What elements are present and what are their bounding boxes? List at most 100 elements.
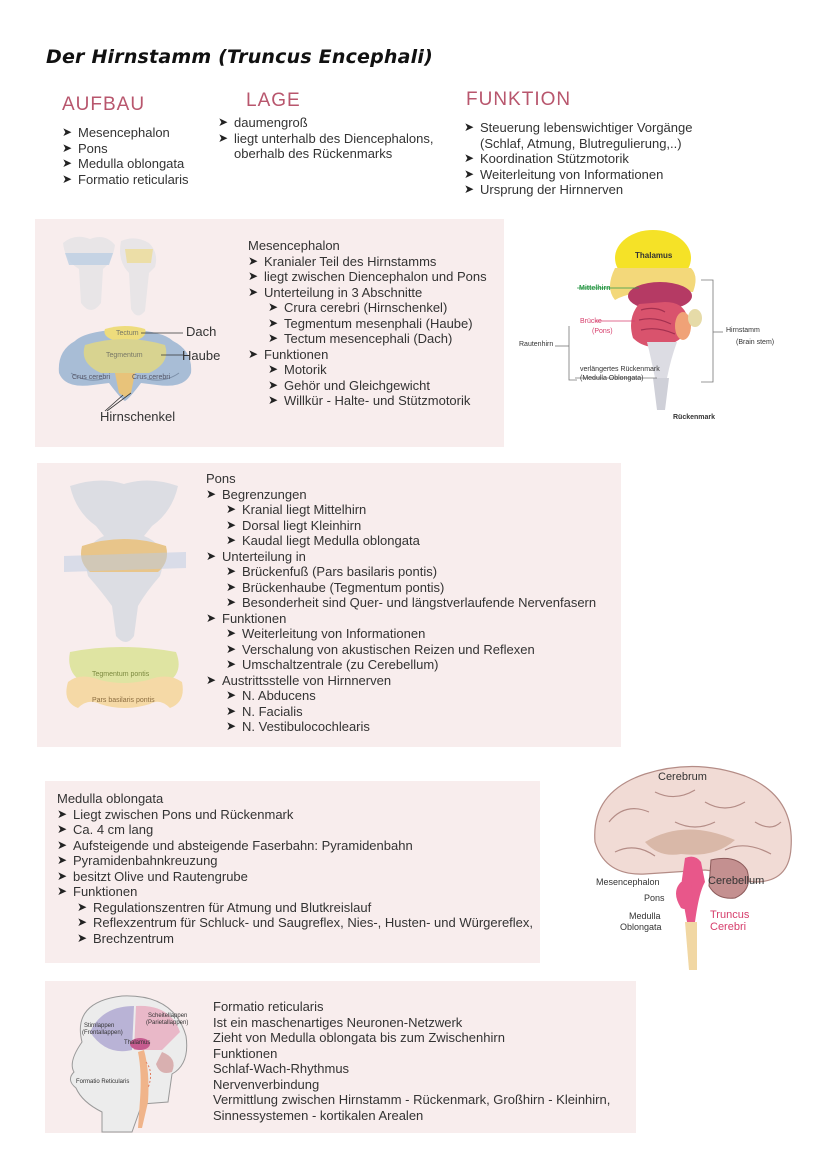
list-item: (Schlaf, Atmung, Blutregulierung,..): [480, 135, 682, 151]
list-item: Austrittsstelle von Hirnnerven: [206, 673, 596, 689]
section-title: Pons: [206, 471, 236, 486]
list-item: N. Facialis: [206, 704, 596, 720]
list-item: Kranial liegt Mittelhirn: [206, 502, 596, 518]
list-item: Liegt zwischen Pons und Rückenmark: [57, 807, 533, 823]
list-item: Pons: [62, 141, 189, 157]
list-item: Besonderheit sind Quer- und längstverlau…: [206, 595, 596, 611]
stirnlappen-label: Stirnlappen: [84, 1023, 115, 1029]
truncus-label: Truncus: [710, 909, 750, 921]
list-item: Begrenzungen: [206, 487, 596, 503]
text-line: Funktionen: [213, 1045, 278, 1061]
list-item: oberhalb des Rückenmarks: [234, 146, 393, 161]
list-item: Unterteilung in 3 Abschnitte: [248, 285, 487, 301]
cerebri-label: Cerebri: [710, 921, 747, 933]
list-item: Gehör und Gleichgewicht: [248, 378, 487, 394]
list-item: Umschaltzentrale (zu Cerebellum): [206, 657, 596, 673]
list-item: Ca. 4 cm lang: [57, 822, 533, 838]
list-item: N. Vestibulocochlearis: [206, 719, 596, 735]
list-item: Motorik: [248, 362, 487, 378]
mesencephalon-figure: [58, 236, 192, 412]
formatio-fig-label: Formatio Reticularis: [76, 1079, 130, 1085]
brainstem-figure: [555, 230, 723, 410]
hirnschenkel-label: Hirnschenkel: [100, 409, 176, 424]
brain-stem-label: (Brain stem): [736, 339, 775, 346]
hirnstamm-label: Hirnstamm: [726, 327, 760, 334]
sagittal-brain-figure: [594, 765, 792, 970]
aufbau-heading: AUFBAU: [62, 94, 146, 115]
list-item: Funktionen: [206, 611, 596, 627]
list-item: Reflexzentrum für Schluck- und Saugrefle…: [57, 915, 533, 931]
haube-label: Haube: [182, 348, 221, 363]
list-item: daumengroß: [218, 115, 433, 131]
text-line: Ist ein maschenartiges Neuronen-Netzwerk: [213, 1014, 463, 1030]
list-item: Brückenfuß (Pars basilaris pontis): [206, 564, 596, 580]
medulla-sag-label: Medulla: [629, 911, 661, 921]
list-item: Weiterleitung von Informationen: [464, 167, 692, 183]
list-item: Aufsteigende und absteigende Faserbahn: …: [57, 838, 533, 854]
list-item: Tegmentum mesenphali (Haube): [248, 316, 487, 332]
verlaengertes-label: verlängertes Rückenmark: [580, 366, 660, 373]
list-item: Pyramidenbahnkreuzung: [57, 853, 533, 869]
bruecke-label: Brücke: [580, 318, 602, 325]
list-item: Koordination Stützmotorik: [464, 151, 692, 167]
list-item: Brechzentrum: [57, 931, 533, 947]
oblongata-sag-label: Oblongata: [620, 922, 662, 932]
text-line: Zieht von Medulla oblongata bis zum Zwis…: [213, 1030, 505, 1045]
list-item: Kaudal liegt Medulla oblongata: [206, 533, 596, 549]
funktion-heading: FUNKTION: [466, 89, 572, 110]
scheitellappen-label: Scheitellappen: [148, 1013, 188, 1019]
text-line: Vermittlung zwischen Hirnstamm - Rückenm…: [213, 1092, 611, 1107]
parietallappen-label: (Parietallappen): [146, 1020, 189, 1026]
section-title: Medulla oblongata: [57, 791, 164, 806]
list-item: Unterteilung in: [206, 549, 596, 565]
thalamus-fr-label: Thalamus: [124, 1040, 151, 1046]
list-item: Tectum mesencephali (Dach): [248, 331, 487, 347]
pons-sag-label: Pons: [644, 893, 665, 903]
list-item: Ursprung der Hirnnerven: [464, 182, 692, 198]
list-item: Crura cerebri (Hirnschenkel): [248, 300, 487, 316]
formatio-text: Formatio reticularis Ist ein maschenarti…: [213, 999, 610, 1123]
tegmentum-label: Tegmentum: [106, 352, 143, 359]
medulla-list: Medulla oblongata Liegt zwischen Pons un…: [57, 791, 533, 946]
list-item: Weiterleitung von Informationen: [206, 626, 596, 642]
list-item: Formatio reticularis: [62, 172, 189, 188]
mesencephalon-list: Mesencephalon Kranialer Teil des Hirnsta…: [248, 238, 487, 409]
mesencephalon-sag-label: Mesencephalon: [596, 877, 660, 887]
list-item: Brückenhaube (Tegmentum pontis): [206, 580, 596, 596]
crus-left-label: Crus cerebri: [72, 374, 111, 381]
section-title: Mesencephalon: [248, 238, 340, 253]
list-item: Kranialer Teil des Hirnstamms: [248, 254, 487, 270]
formatio-figure: [70, 995, 188, 1133]
pons-list: Pons Begrenzungen Kranial liegt Mittelhi…: [206, 471, 596, 735]
funktion-list: Steuerung lebenswichtiger Vorgänge (Schl…: [464, 120, 692, 198]
cerebrum-label: Cerebrum: [658, 771, 707, 783]
list-item: Steuerung lebenswichtiger Vorgänge: [464, 120, 692, 136]
list-item: Verschalung von akustischen Reizen und R…: [206, 642, 596, 658]
pars-basilaris-label: Pars basilaris pontis: [92, 697, 155, 704]
pons-figure: [64, 480, 186, 708]
list-item: Dorsal liegt Kleinhirn: [206, 518, 596, 534]
list-item: Funktionen: [57, 884, 533, 900]
section-title: Formatio reticularis: [213, 999, 324, 1014]
dach-label: Dach: [186, 324, 217, 339]
list-item: besitzt Olive und Rautengrube: [57, 869, 533, 885]
tectum-label: Tectum: [116, 330, 139, 337]
thalamus-label: Thalamus: [635, 251, 673, 260]
list-item: Mesencephalon: [62, 125, 189, 141]
frontallappen-label: (Frontallappen): [82, 1030, 123, 1036]
page-title: Der Hirnstamm (Truncus Encephali): [46, 46, 433, 68]
aufbau-list: Mesencephalon Pons Medulla oblongata For…: [62, 125, 189, 187]
pons-fig-label: (Pons): [592, 328, 613, 335]
list-item: liegt zwischen Diencephalon und Pons: [248, 269, 487, 285]
lage-list: daumengroß liegt unterhalb des Diencepha…: [218, 115, 433, 162]
list-item: Willkür - Halte- und Stützmotorik: [248, 393, 487, 409]
rautenhirn-label: Rautenhirn: [519, 341, 554, 348]
lage-heading: LAGE: [246, 90, 301, 111]
rueckenmark-label: Rückenmark: [673, 414, 716, 421]
list-item: N. Abducens: [206, 688, 596, 704]
cerebellum-label: Cerebellum: [708, 875, 765, 887]
tegmentum-pontis-label: Tegmentum pontis: [92, 671, 150, 678]
crus-right-label: Crus cerebri: [132, 374, 171, 381]
text-line: Nervenverbindung: [213, 1076, 320, 1092]
mittelhirn-label: Mittelhirn: [579, 285, 611, 292]
